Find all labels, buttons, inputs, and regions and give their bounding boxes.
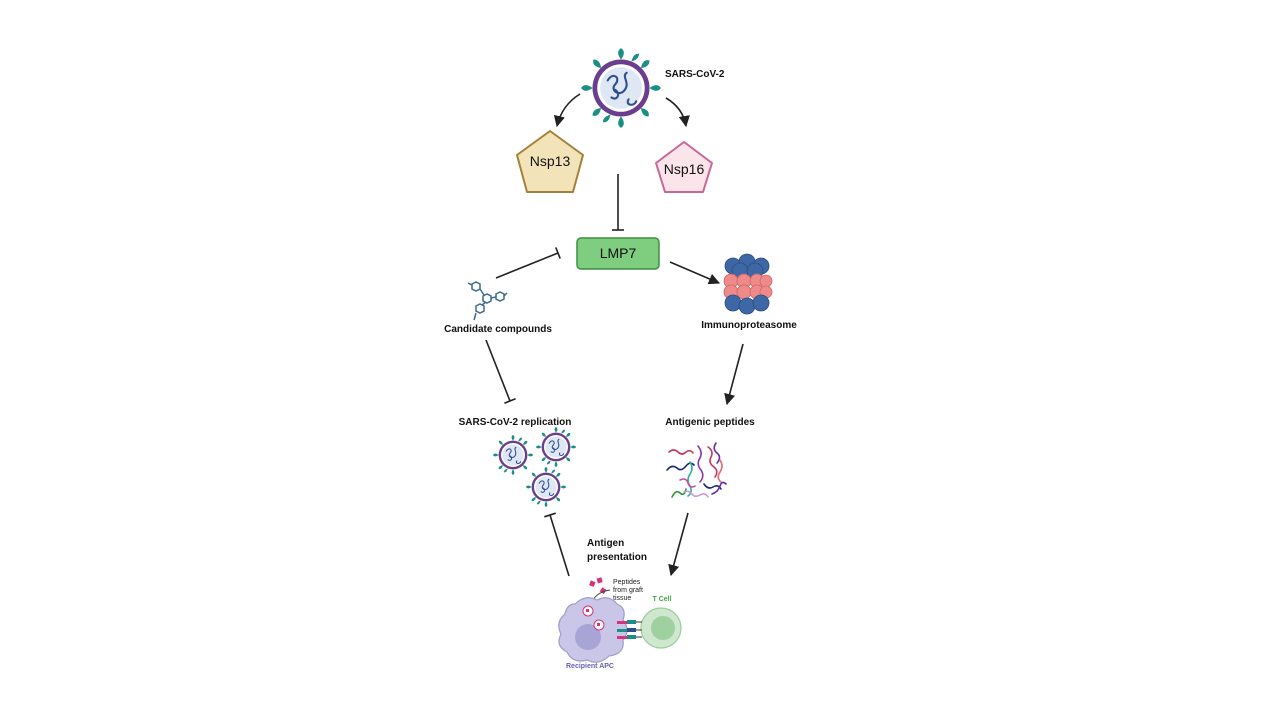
t-cell-icon: [640, 607, 682, 649]
nsp13-node: Nsp13: [516, 130, 584, 193]
replication-virus-icon: [535, 426, 577, 468]
replication-virus-icon: [525, 466, 567, 508]
replication-virus-icon: [492, 434, 534, 476]
arrow-lmp7-to-proteasome: [669, 261, 721, 285]
graft-label-line3: tissue: [613, 595, 631, 602]
nsp13-label: Nsp13: [530, 153, 571, 169]
graft-label-line1: Peptides: [613, 579, 641, 586]
apc-cell-icon: [558, 597, 628, 663]
antigen-label-line2: presentation: [587, 552, 647, 563]
peptides-label: Antigenic peptides: [665, 417, 755, 428]
arrow-virus-to-nsp16: [665, 97, 690, 128]
synapse-receptors: [617, 620, 642, 639]
compound-icon: [467, 281, 508, 321]
nsp16-label: Nsp16: [664, 161, 705, 177]
virus-label: SARS-CoV-2: [665, 69, 725, 80]
tcell-label: T Cell: [652, 596, 671, 603]
inhibit-compounds-to-replication: [485, 339, 516, 404]
inhibit-to-lmp7: [612, 174, 624, 231]
lmp7-node: LMP7: [576, 237, 660, 270]
candidates-label: Candidate compounds: [444, 324, 552, 335]
nsp16-node: Nsp16: [655, 141, 713, 193]
inhibit-apc-to-replication: [544, 512, 570, 577]
replication-label: SARS-CoV-2 replication: [459, 417, 572, 428]
immunoproteasome-label: Immunoproteasome: [701, 320, 797, 331]
arrow-proteasome-to-peptides: [724, 343, 744, 406]
virus-icon: [580, 47, 662, 129]
antigen-label-line1: Antigen: [587, 538, 624, 549]
lmp7-label: LMP7: [600, 245, 637, 261]
apc-label: Recipient APC: [566, 663, 614, 670]
inhibit-compounds-to-lmp7: [495, 247, 561, 279]
arrow-peptides-to-tcell: [668, 512, 689, 577]
peptide-strands-icon: [666, 442, 727, 498]
proteasome-icon: [723, 253, 773, 315]
arrow-virus-to-nsp13: [553, 93, 581, 128]
graft-label-line2: from graft: [613, 587, 643, 594]
